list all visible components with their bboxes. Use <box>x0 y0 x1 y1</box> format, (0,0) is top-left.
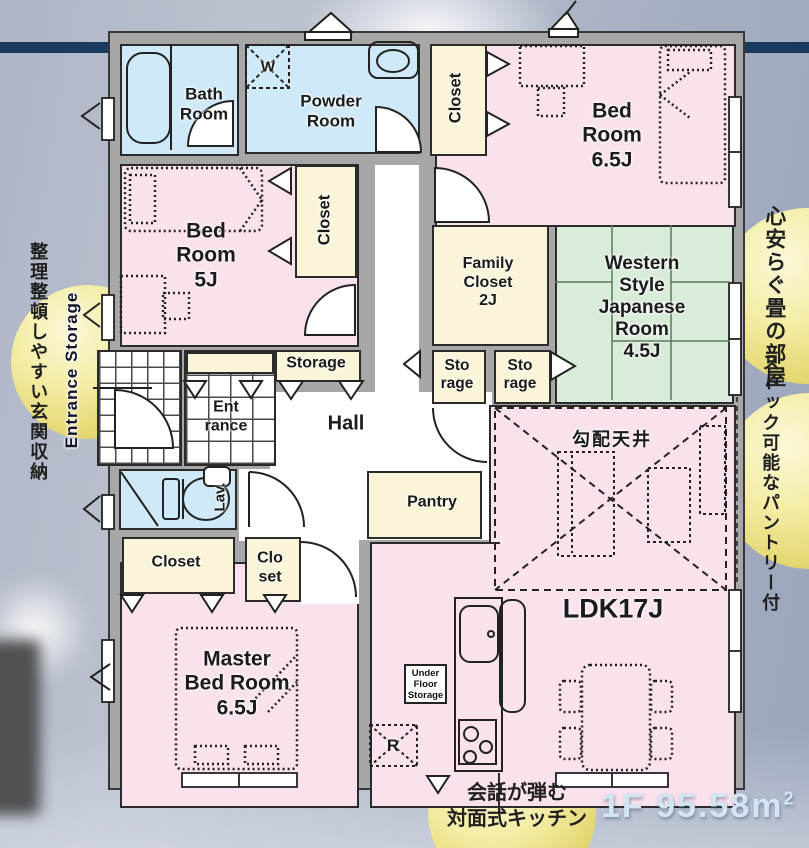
label-ufs-line1: Under <box>411 668 440 679</box>
closet-bedroom-6-5 <box>430 44 487 156</box>
room-ldk-seam <box>372 544 615 773</box>
entrance-storage-area <box>97 350 182 466</box>
room-pantry <box>367 471 482 539</box>
room-lav <box>119 469 237 530</box>
label-ufs-line2: Floor <box>413 679 438 691</box>
background-photo-fragment <box>0 640 40 815</box>
room-bath <box>120 44 239 156</box>
room-powder <box>245 44 420 154</box>
closet-master-a <box>122 537 235 594</box>
hall-lav-front <box>239 469 279 541</box>
closet-master-b <box>245 537 301 602</box>
room-storage-hall <box>275 350 361 382</box>
navy-accent-bar-left <box>0 42 110 53</box>
room-japanese <box>555 225 734 404</box>
master-bedroom-doorway <box>299 529 359 604</box>
navy-accent-bar-right <box>736 42 809 53</box>
room-family-closet <box>432 225 549 346</box>
shoe-cabinet <box>186 352 274 374</box>
room-storage-b <box>494 350 551 404</box>
closet-bedroom-5 <box>295 165 357 278</box>
room-entrance <box>184 350 276 466</box>
room-storage-a <box>432 350 486 404</box>
label-ufs-line3: Storage <box>407 690 444 702</box>
